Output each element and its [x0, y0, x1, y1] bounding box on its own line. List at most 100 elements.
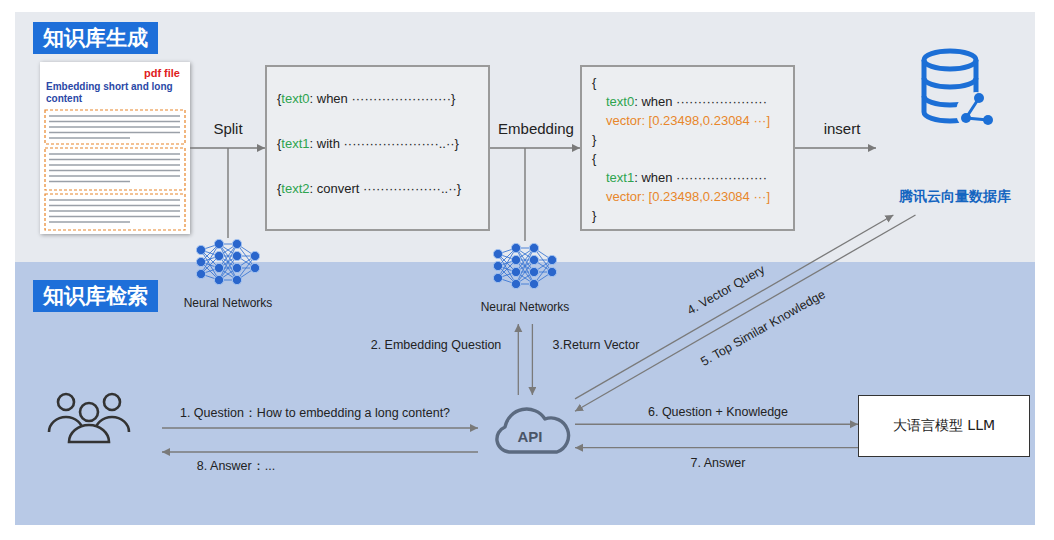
flow-arrow — [532, 324, 533, 395]
user-head — [58, 394, 74, 410]
flow-arrow — [575, 424, 858, 425]
code-line-text: {text0: when ·······················} — [277, 89, 455, 108]
flow-arrow — [575, 447, 858, 448]
code-line: text1: when ····················· — [592, 168, 783, 187]
neuron — [511, 255, 520, 264]
text-line — [49, 132, 180, 134]
flow-arrow — [575, 215, 916, 411]
code-token: { — [277, 136, 281, 151]
code-line-text: vector: [0.23498,0.23084 ···] — [606, 111, 770, 130]
flow-arrow — [795, 147, 876, 148]
neuron-link — [516, 248, 534, 284]
code-token: { — [277, 181, 281, 196]
user-head — [104, 394, 120, 410]
llm-name: 大语言模型 LLM — [893, 417, 995, 435]
code-line-text: {text1: with ······················..··} — [277, 134, 459, 153]
code-line: { — [592, 73, 783, 92]
text-line — [49, 181, 130, 183]
network-dot — [974, 93, 984, 103]
neuron — [232, 239, 241, 248]
neuron — [214, 275, 223, 284]
neuron — [529, 243, 538, 252]
api-text: API — [485, 428, 575, 445]
edge-label: 3.Return Vector — [553, 338, 640, 352]
llm-box: 大语言模型 LLM — [858, 395, 1030, 457]
neuron — [196, 269, 205, 278]
neuron — [493, 261, 502, 270]
code-token: : with ······················..··} — [310, 136, 459, 151]
neuron-link — [219, 244, 237, 280]
flow-arrow — [490, 147, 580, 148]
code-line: } — [592, 130, 783, 149]
neuron — [232, 263, 241, 272]
neuron — [547, 267, 556, 276]
flow-label: 8. Answer：... — [197, 458, 275, 475]
neuron — [511, 279, 520, 288]
code-line: { — [592, 149, 783, 168]
network-icon — [490, 238, 560, 294]
text-line — [49, 221, 130, 223]
neuron — [511, 267, 520, 276]
flow-arrow — [575, 215, 893, 399]
edge-label: insert — [824, 120, 861, 137]
network-link — [524, 148, 525, 241]
code-token: text2 — [281, 181, 309, 196]
pdf-body — [40, 108, 190, 232]
neuron — [232, 275, 241, 284]
code-line: vector: [0.23498,0.23084 ···] — [592, 187, 783, 206]
code-token: { — [592, 151, 596, 166]
neuron — [529, 267, 538, 276]
text-line — [49, 175, 180, 177]
neuron — [196, 257, 205, 266]
code-token: text1 — [281, 136, 309, 151]
code-line-text: {text2: convert ··················..··} — [277, 179, 461, 198]
neuron — [511, 243, 520, 252]
database-name: 腾讯云向量数据库 — [876, 188, 1034, 206]
edge-label: 6. Question + Knowledge — [648, 405, 788, 419]
flow-label: 1. Question：How to embedding a long cont… — [180, 405, 450, 422]
text-line — [49, 164, 180, 166]
text-line — [49, 205, 180, 207]
cylinder-ring — [924, 78, 976, 87]
text-line — [49, 199, 180, 201]
text-line — [49, 216, 180, 218]
network-link — [227, 148, 228, 238]
edge-label: Split — [213, 120, 242, 137]
answer-arrow — [162, 451, 478, 452]
vector-database: 腾讯云向量数据库 — [876, 40, 1034, 215]
question-arrow — [162, 427, 478, 428]
code-line-text: { — [592, 73, 596, 92]
code-token: vector: [0.23498,0.23084 ···] — [606, 113, 770, 128]
code-line: {text1: with ······················..··} — [277, 134, 478, 153]
text-line — [49, 121, 180, 123]
dashed-block — [45, 148, 185, 190]
neural-network: Neural Networks — [451, 236, 599, 324]
code-line-text: text1: when ····················· — [606, 168, 767, 187]
edge-label: 2. Embedding Question — [371, 338, 502, 352]
code-line: text0: when ····················· — [592, 92, 783, 111]
flow-arrow — [518, 324, 519, 395]
dashed-block — [45, 194, 185, 230]
code-token: { — [277, 91, 281, 106]
code-line: {text2: convert ··················..··} — [277, 179, 478, 198]
database-icon — [916, 46, 998, 138]
edge-label: 7. Answer — [691, 456, 746, 470]
pdf-document: pdf fileEmbedding short and long content — [40, 62, 190, 234]
code-token: : when ····················· — [634, 94, 767, 109]
neuron — [529, 255, 538, 264]
code-line-text: } — [592, 206, 596, 225]
users-icon — [49, 394, 129, 442]
flow-arrow — [190, 147, 265, 148]
neuron — [250, 251, 259, 260]
code-line-text: text0: when ····················· — [606, 92, 767, 111]
code-token: } — [592, 132, 596, 147]
user-head — [80, 403, 98, 421]
network-icon — [193, 234, 263, 290]
neuron — [493, 249, 502, 258]
chunk-box: {text0: when ·······················}{te… — [265, 65, 490, 231]
vector-box: { text0: when ····················· vector… — [580, 65, 795, 231]
band-heading: 知识库生成 — [33, 22, 158, 54]
neuron — [493, 273, 502, 282]
neuron-link — [516, 248, 534, 284]
network-badge — [956, 92, 996, 132]
